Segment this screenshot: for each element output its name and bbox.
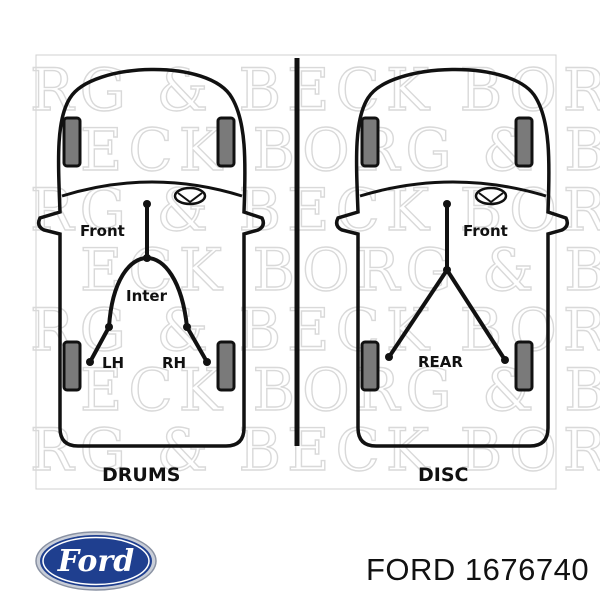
junction-lh	[86, 358, 94, 366]
steering-wheel-icon-disc	[474, 186, 508, 206]
cable-lh	[88, 326, 111, 363]
drums-lh-label: LH	[102, 354, 124, 372]
wheel-front-right	[216, 116, 236, 168]
watermark-line-5: RG & BECK BORG & B	[30, 296, 600, 364]
drums-front-label: Front	[80, 222, 125, 240]
drums-caption: DRUMS	[102, 464, 180, 486]
drums-inter-label: Inter	[126, 287, 168, 305]
cable-rear-right	[445, 268, 507, 362]
wheel-front-right-disc	[514, 116, 534, 168]
disc-caption: DISC	[418, 464, 468, 486]
windshield-line-disc	[359, 180, 547, 198]
watermark-line-1: RG & BECK BORG & B	[30, 56, 600, 124]
watermark-line-7: RG & BECK BORG & B	[30, 416, 600, 484]
drums-panel: Front Inter LH RH DRUMS	[36, 67, 266, 486]
watermark: RG & BECK BORG & B ECK BORG & BECK RG & …	[29, 55, 600, 484]
junction-disc-top	[443, 200, 451, 208]
wheel-front-left-disc	[360, 116, 380, 168]
junction-front-bottom	[143, 254, 151, 262]
cable-rear-left	[387, 268, 449, 359]
disc-rear-label: REAR	[418, 353, 463, 371]
car-outline-drums	[36, 67, 266, 448]
junction-rh	[203, 358, 211, 366]
junction-disc-split	[443, 266, 451, 274]
wheel-front-left	[62, 116, 82, 168]
disc-panel: Front REAR DISC	[334, 67, 570, 486]
car-outline-disc	[334, 67, 570, 448]
cable-rh	[185, 326, 209, 363]
windshield-line-drums	[61, 180, 243, 198]
ford-logo: Ford	[35, 531, 157, 591]
steering-wheel-icon	[173, 186, 207, 206]
wheel-rear-left-disc	[360, 340, 380, 392]
part-number: FORD 1676740	[366, 552, 590, 587]
wheel-rear-left	[62, 340, 82, 392]
junction-front-top	[143, 200, 151, 208]
junction-disc-right	[501, 356, 509, 364]
watermark-line-2: ECK BORG & BECK	[80, 116, 600, 184]
junction-disc-left	[385, 353, 393, 361]
wheel-rear-right-disc	[514, 340, 534, 392]
disc-front-label: Front	[463, 222, 508, 240]
junction-inter-left	[105, 323, 113, 331]
drums-rh-label: RH	[162, 354, 186, 372]
wheel-rear-right	[216, 340, 236, 392]
junction-inter-right	[183, 323, 191, 331]
ford-logo-text: Ford	[57, 544, 134, 579]
watermark-line-6: ECK BORG & BECK	[80, 356, 600, 424]
